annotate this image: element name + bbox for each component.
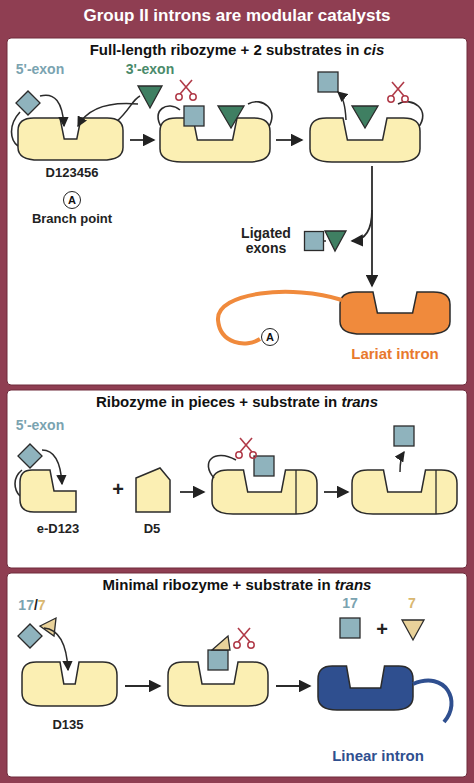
step-arrow [371, 166, 373, 286]
step-arrow [130, 139, 154, 141]
piece-seam [295, 470, 296, 514]
exon-square [340, 618, 360, 638]
part-label: 3'-exon [126, 62, 174, 77]
part-label: D135 [52, 718, 83, 732]
lariat-ribozyme [340, 292, 450, 334]
part-label: D5 [144, 522, 161, 536]
panel-ground [7, 573, 467, 777]
scissors-blade [392, 82, 404, 96]
scissors-handle [250, 452, 256, 458]
scissors-handle [176, 94, 182, 100]
scissors-handle [388, 96, 394, 102]
branch-letter: A [266, 331, 274, 343]
ribozyme-shape [18, 118, 123, 160]
exon-square [208, 650, 228, 670]
step-arrow [352, 210, 372, 241]
exon-square [184, 106, 204, 126]
exon-square [318, 72, 338, 92]
part-label: 7 [408, 596, 416, 611]
plus-sign: + [376, 618, 388, 640]
exon-tether [208, 455, 236, 478]
part-label: e-D123 [37, 522, 80, 536]
scissors-handle [234, 642, 240, 648]
scissors-handle [248, 642, 254, 648]
step-arrow [125, 685, 160, 687]
scissors-handle [236, 452, 242, 458]
ed123-piece [20, 470, 76, 512]
exon-square [254, 456, 274, 476]
exon-triangle [138, 86, 162, 108]
lariat-loop [218, 292, 342, 344]
part-label: D123456 [46, 166, 99, 180]
scissors-blade [392, 82, 404, 96]
panel-heading: Minimal ribozyme + substrate in trans [7, 573, 467, 593]
ribozyme-shape [160, 118, 270, 162]
step-arrow [276, 139, 302, 141]
scissors-blade [240, 438, 252, 452]
branch-letter: A [68, 194, 76, 206]
step-arrow [276, 685, 310, 687]
exon-tether [116, 96, 140, 122]
release-arrow [338, 92, 346, 120]
scissors-blade [238, 628, 250, 642]
part-label: Branch point [32, 212, 112, 226]
branch-point-circle: A [63, 191, 81, 209]
part-label: Linear intron [332, 748, 424, 765]
exon-square [305, 232, 324, 251]
part-label: 17/7 [18, 598, 45, 613]
part-label: Ligated exons [235, 226, 297, 257]
linear-ribozyme [318, 666, 413, 710]
scissors-icon [234, 628, 254, 648]
exon-triangle [218, 106, 244, 128]
step-arrow [180, 491, 204, 493]
ribozyme-shape [352, 470, 457, 514]
piece-seam [435, 470, 436, 514]
exon-triangle [325, 231, 346, 251]
step-arrow [324, 491, 348, 493]
scissors-blade [238, 628, 250, 642]
substrate-arrow [44, 628, 68, 670]
exon-square [394, 426, 414, 446]
plus-sign: + [112, 478, 124, 500]
scissors-icon [236, 438, 256, 458]
panel-ground [7, 38, 467, 385]
panel: Minimal ribozyme + substrate in trans [7, 573, 467, 777]
scissors-handle [190, 94, 196, 100]
substrate-arrow [40, 95, 64, 126]
exon-diamond [18, 624, 42, 648]
part-label: 5'-exon [16, 62, 64, 77]
panel: Ribozyme in pieces + substrate in trans [7, 390, 467, 568]
exon-fragment [402, 620, 424, 640]
panel-ground [7, 390, 467, 568]
linear-tail [413, 681, 451, 722]
panel-heading: Full-length ribozyme + 2 substrates in c… [7, 38, 467, 58]
ribozyme-shape [22, 662, 117, 706]
part-label: Lariat intron [351, 346, 439, 363]
exon-junction [324, 240, 326, 242]
exon-diamond [16, 91, 40, 115]
scissors-blade [180, 80, 192, 94]
substrate-arrow [78, 103, 138, 126]
scissors-blade [180, 80, 192, 94]
part-label: 5'-exon [16, 418, 64, 433]
scissors-blade [240, 438, 252, 452]
panel-heading: Ribozyme in pieces + substrate in trans [7, 390, 467, 410]
exon-fragment [212, 636, 230, 650]
scissors-handle [402, 96, 408, 102]
branch-point-circle: A [261, 328, 279, 346]
d5-piece [136, 468, 170, 512]
substrate-arrow [42, 450, 62, 484]
scissors-icon [388, 82, 408, 102]
exon-triangle [352, 106, 378, 128]
release-arrow [400, 452, 404, 472]
exon-diamond [18, 444, 42, 468]
figure-title: Group II introns are modular catalysts [0, 6, 474, 26]
exon-fragment [40, 618, 56, 636]
scissors-icon [176, 80, 196, 100]
part-label: 17 [342, 596, 358, 611]
